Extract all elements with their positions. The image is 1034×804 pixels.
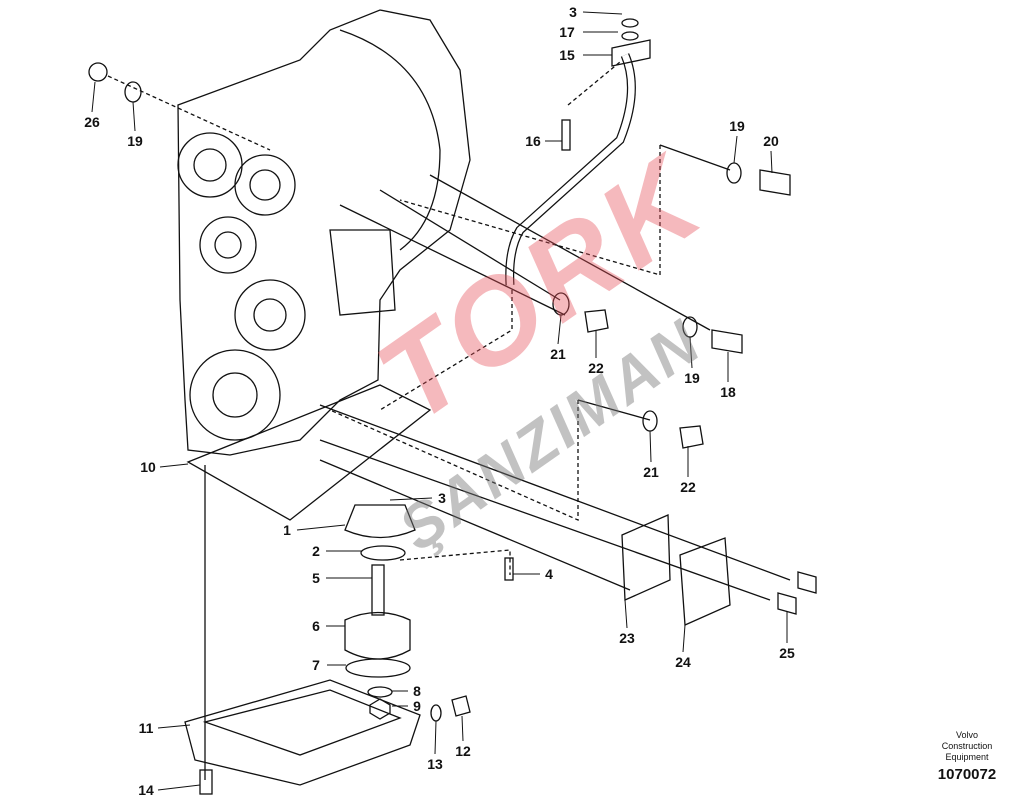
part-label: 18 — [720, 384, 736, 400]
figure-credit: Volvo Construction Equipment 1070072 — [934, 730, 1001, 784]
part-label: 25 — [779, 645, 795, 661]
part-label: 16 — [525, 133, 541, 149]
part-label: 9 — [413, 698, 421, 714]
part-label: 10 — [140, 459, 156, 475]
cover-plate-24 — [679, 537, 731, 626]
part-label: 22 — [588, 360, 604, 376]
part-label: 7 — [312, 657, 320, 673]
part-label: 4 — [545, 566, 553, 582]
cone-1 — [344, 504, 416, 539]
part-label: 12 — [455, 743, 471, 759]
part-label: 13 — [427, 756, 443, 772]
part-label: 5 — [312, 570, 320, 586]
part-label: 8 — [413, 683, 421, 699]
credit-company: Volvo Construction — [941, 730, 993, 751]
part-label: 21 — [550, 346, 566, 362]
gasket — [186, 384, 432, 521]
oil-pan — [184, 679, 421, 786]
part-label: 26 — [84, 114, 100, 130]
part-label: 11 — [138, 720, 154, 736]
part-label: 24 — [675, 654, 691, 670]
part-label: 19 — [127, 133, 143, 149]
part-label: 3 — [569, 4, 577, 20]
part-label: 1 — [283, 522, 291, 538]
part-label: 3 — [438, 490, 446, 506]
part-label: 15 — [559, 47, 575, 63]
part-label: 6 — [312, 618, 320, 634]
figure-number: 1070072 — [937, 766, 997, 783]
cover-plate-23 — [621, 514, 671, 601]
part-label: 23 — [619, 630, 635, 646]
part-label: 22 — [680, 479, 696, 495]
part-label: 19 — [684, 370, 700, 386]
transmission-housing — [177, 9, 471, 456]
filter-6 — [344, 611, 411, 660]
part-label: 20 — [763, 133, 779, 149]
part-label: 19 — [729, 118, 745, 134]
part-label: 2 — [312, 543, 320, 559]
part-label: 17 — [559, 24, 575, 40]
oil-pipe — [505, 53, 636, 286]
credit-subtitle: Equipment — [945, 752, 989, 762]
part-label: 14 — [138, 782, 154, 798]
part-label: 21 — [643, 464, 659, 480]
